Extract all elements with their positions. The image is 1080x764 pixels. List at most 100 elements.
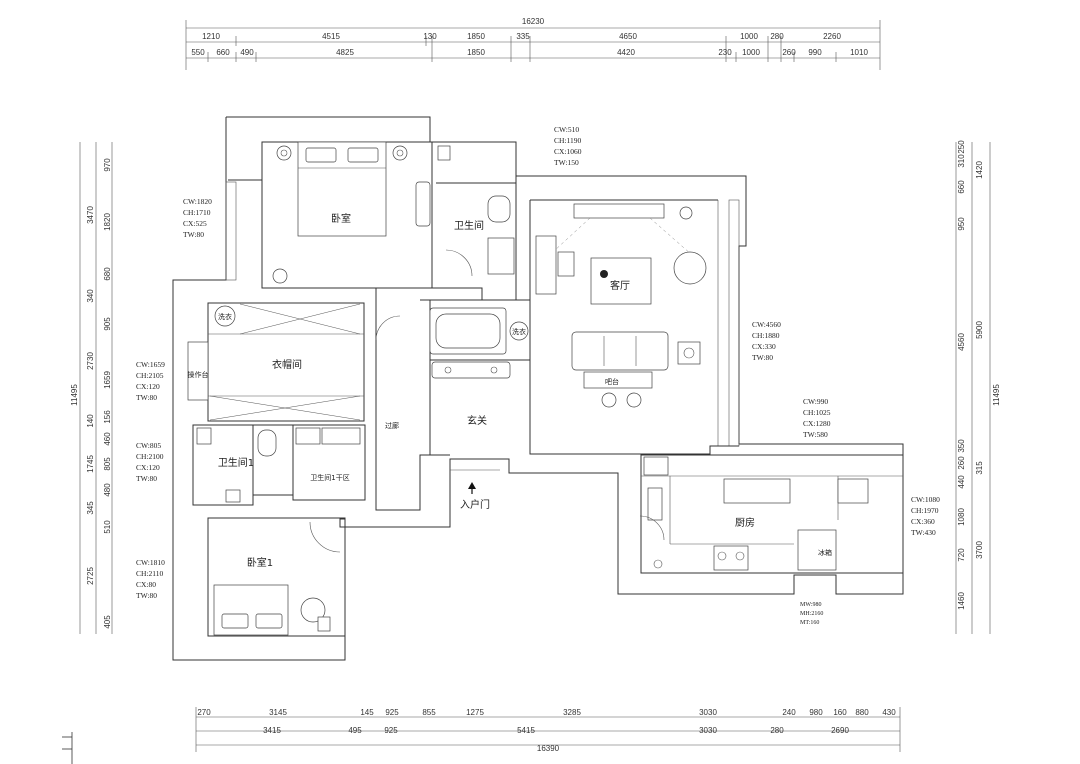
dim-bot-r1-5: 1275 [466, 708, 484, 717]
dim-left-r1-1: 340 [86, 289, 95, 303]
dim-top-r1-3: 1850 [467, 32, 485, 41]
dim-left-r2-2: 680 [103, 267, 112, 281]
svg-text:CX:120: CX:120 [136, 382, 160, 391]
dim-top-r1-2: 130 [423, 32, 437, 41]
inner-walls [192, 141, 904, 637]
dim-top-r2-9: 990 [808, 48, 822, 57]
dim-bot-r2-1: 495 [348, 726, 362, 735]
dim-left-total: 11495 [70, 384, 79, 406]
note-bed1: CW:1810 CH:2110 CX:80 TW:80 [136, 558, 165, 600]
label-bar: 吧台 [605, 377, 619, 386]
dim-right-r1-1: 5900 [975, 321, 984, 339]
dim-top-r2-8: 260 [782, 48, 796, 57]
svg-text:CX:120: CX:120 [136, 463, 160, 472]
room-labels: 卧室 卫生间 客厅 衣帽间 操作台 过廊 玄关 吧台 卫生间1 卫生间1干区 卧… [188, 212, 833, 569]
note-master: CW:1820 CH:1710 CX:525 TW:80 [183, 197, 212, 239]
dim-left-r1-0: 3470 [86, 206, 95, 224]
dim-top-total: 16230 [522, 17, 545, 26]
dim-left-r2-9: 510 [103, 520, 112, 534]
svg-text:MH:2160: MH:2160 [800, 611, 823, 617]
label-bathroom1-dry: 卫生间1干区 [310, 473, 349, 482]
label-entrance: 入户门 [460, 498, 490, 511]
right-dimensions: 11495 1420 5900 315 3700 250 310 660 950… [955, 140, 1001, 634]
svg-text:CX:360: CX:360 [911, 517, 935, 526]
dim-right-r2-4: 4560 [957, 333, 966, 351]
dim-bot-r1-4: 855 [422, 708, 436, 717]
dim-top-r1-8: 2260 [823, 32, 841, 41]
svg-text:CH:1710: CH:1710 [183, 208, 211, 217]
svg-text:CX:525: CX:525 [183, 219, 207, 228]
dim-bot-r2-6: 2690 [831, 726, 849, 735]
label-corridor: 过廊 [385, 421, 399, 430]
dim-top-r1-6: 1000 [740, 32, 758, 41]
entrance-arrow [468, 482, 476, 489]
dim-bot-r1-7: 3030 [699, 708, 717, 717]
svg-text:CW:1080: CW:1080 [911, 495, 940, 504]
svg-text:CW:4560: CW:4560 [752, 320, 781, 329]
dim-left-r1-6: 2725 [86, 567, 95, 585]
dim-top-r1-7: 280 [770, 32, 784, 41]
dim-left-r1-2: 2730 [86, 352, 95, 370]
dim-top-r1-1: 4515 [322, 32, 340, 41]
svg-text:CH:2100: CH:2100 [136, 452, 164, 461]
label-closet: 衣帽间 [272, 358, 302, 371]
dim-left-r2-8: 480 [103, 483, 112, 497]
label-kitchen: 厨房 [735, 516, 755, 529]
dim-bot-r1-6: 3285 [563, 708, 581, 717]
dim-bot-r1-8: 240 [782, 708, 796, 717]
label-foyer: 玄关 [467, 414, 487, 427]
svg-text:TW:80: TW:80 [136, 591, 157, 600]
dim-top-r2-3: 4825 [336, 48, 354, 57]
svg-text:MW:980: MW:980 [800, 602, 821, 608]
dim-top-r1-5: 4650 [619, 32, 637, 41]
svg-text:CW:1820: CW:1820 [183, 197, 212, 206]
tv-cabinet [573, 203, 665, 219]
doors [309, 249, 665, 553]
dim-bot-r1-11: 880 [855, 708, 869, 717]
dim-bot-r1-3: 925 [385, 708, 399, 717]
svg-text:TW:80: TW:80 [136, 474, 157, 483]
corner-mark [62, 732, 73, 764]
label-living-room: 客厅 [610, 279, 630, 292]
note-top-bath: CW:510 CH:1190 CX:1060 TW:150 [554, 125, 582, 167]
dim-right-total: 11495 [992, 384, 1001, 406]
svg-text:TW:430: TW:430 [911, 528, 936, 537]
svg-text:CW:990: CW:990 [803, 397, 828, 406]
dim-left-r1-4: 1745 [86, 455, 95, 473]
note-closet: CW:1659 CH:2105 CX:120 TW:80 [136, 360, 165, 402]
dim-right-r1-3: 3700 [975, 541, 984, 559]
dim-left-r2-7: 805 [103, 457, 112, 471]
note-kitchen-door: MW:980 MH:2160 MT:160 [800, 602, 823, 626]
window-notes: CW:510 CH:1190 CX:1060 TW:150 CW:1820 CH… [136, 125, 940, 626]
dim-bot-r1-12: 430 [882, 708, 896, 717]
dim-left-r2-6: 460 [103, 432, 112, 446]
dim-bot-r2-5: 280 [770, 726, 784, 735]
svg-text:TW:80: TW:80 [136, 393, 157, 402]
dim-left-r2-3: 905 [103, 317, 112, 331]
dim-bot-r1-9: 980 [809, 708, 823, 717]
dim-right-r2-9: 720 [957, 548, 966, 562]
fridge [797, 529, 837, 571]
bottom-dimensions: 270 3145 145 925 855 1275 3285 3030 240 … [195, 707, 901, 753]
dim-left-r2-4: 1659 [103, 371, 112, 389]
label-bedroom1: 卧室1 [247, 556, 273, 569]
svg-text:CH:1025: CH:1025 [803, 408, 831, 417]
dim-right-r2-1: 310 [957, 154, 966, 168]
svg-text:CW:1659: CW:1659 [136, 360, 165, 369]
dim-left-r2-0: 970 [103, 158, 112, 172]
dim-bot-r2-0: 3415 [263, 726, 281, 735]
dim-right-r2-8: 1080 [957, 508, 966, 526]
label-console: 操作台 [188, 370, 209, 379]
svg-text:MT:160: MT:160 [800, 620, 819, 626]
dim-left-r1-3: 140 [86, 414, 95, 428]
svg-text:CH:1970: CH:1970 [911, 506, 939, 515]
dim-top-r2-1: 660 [216, 48, 230, 57]
dim-bot-r2-4: 3030 [699, 726, 717, 735]
dim-right-r2-10: 1460 [957, 592, 966, 610]
kitchen-island [723, 478, 791, 504]
dim-left-r2-1: 1820 [103, 213, 112, 231]
svg-text:TW:80: TW:80 [752, 353, 773, 362]
dim-top-r2-7: 1000 [742, 48, 760, 57]
label-fridge: 冰箱 [818, 548, 832, 557]
dim-top-r1-4: 335 [516, 32, 530, 41]
